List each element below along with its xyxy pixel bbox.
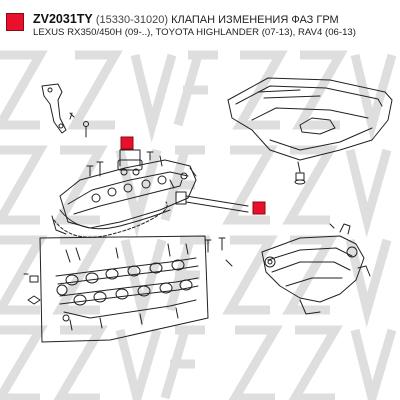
camshaft-part: [55, 243, 199, 331]
vvt-solenoid-part: [169, 172, 249, 213]
part-marker-solenoid: [252, 201, 266, 215]
part-code: ZV2031TY: [33, 12, 93, 26]
product-title-line: ZV2031TY (15330-31020) КЛАПАН ИЗМЕНЕНИЯ …: [33, 13, 339, 27]
product-marker: [6, 13, 24, 31]
vehicle-applications: LEXUS RX350/450H (09-..), TOYOTA HIGHLAN…: [33, 27, 356, 38]
small-parts: [23, 273, 70, 322]
exploded-view-box: [39, 235, 209, 343]
bolts-part: [86, 151, 233, 267]
part-description: КЛАПАН ИЗМЕНЕНИЯ ФАЗ ГРМ: [171, 14, 339, 26]
cam-position-sensor-part: [117, 149, 143, 176]
product-header: ZV2031TY (15330-31020) КЛАПАН ИЗМЕНЕНИЯ …: [0, 0, 400, 50]
gasket-part: [53, 201, 168, 238]
part-marker-sensor: [120, 136, 134, 150]
bracket-part: [41, 83, 89, 138]
cylinder-head-cover-part: [51, 159, 197, 235]
intake-manifold-part: [261, 223, 371, 315]
oem-number: (15330-31020): [95, 14, 168, 26]
engine-cover-part: [227, 77, 393, 185]
